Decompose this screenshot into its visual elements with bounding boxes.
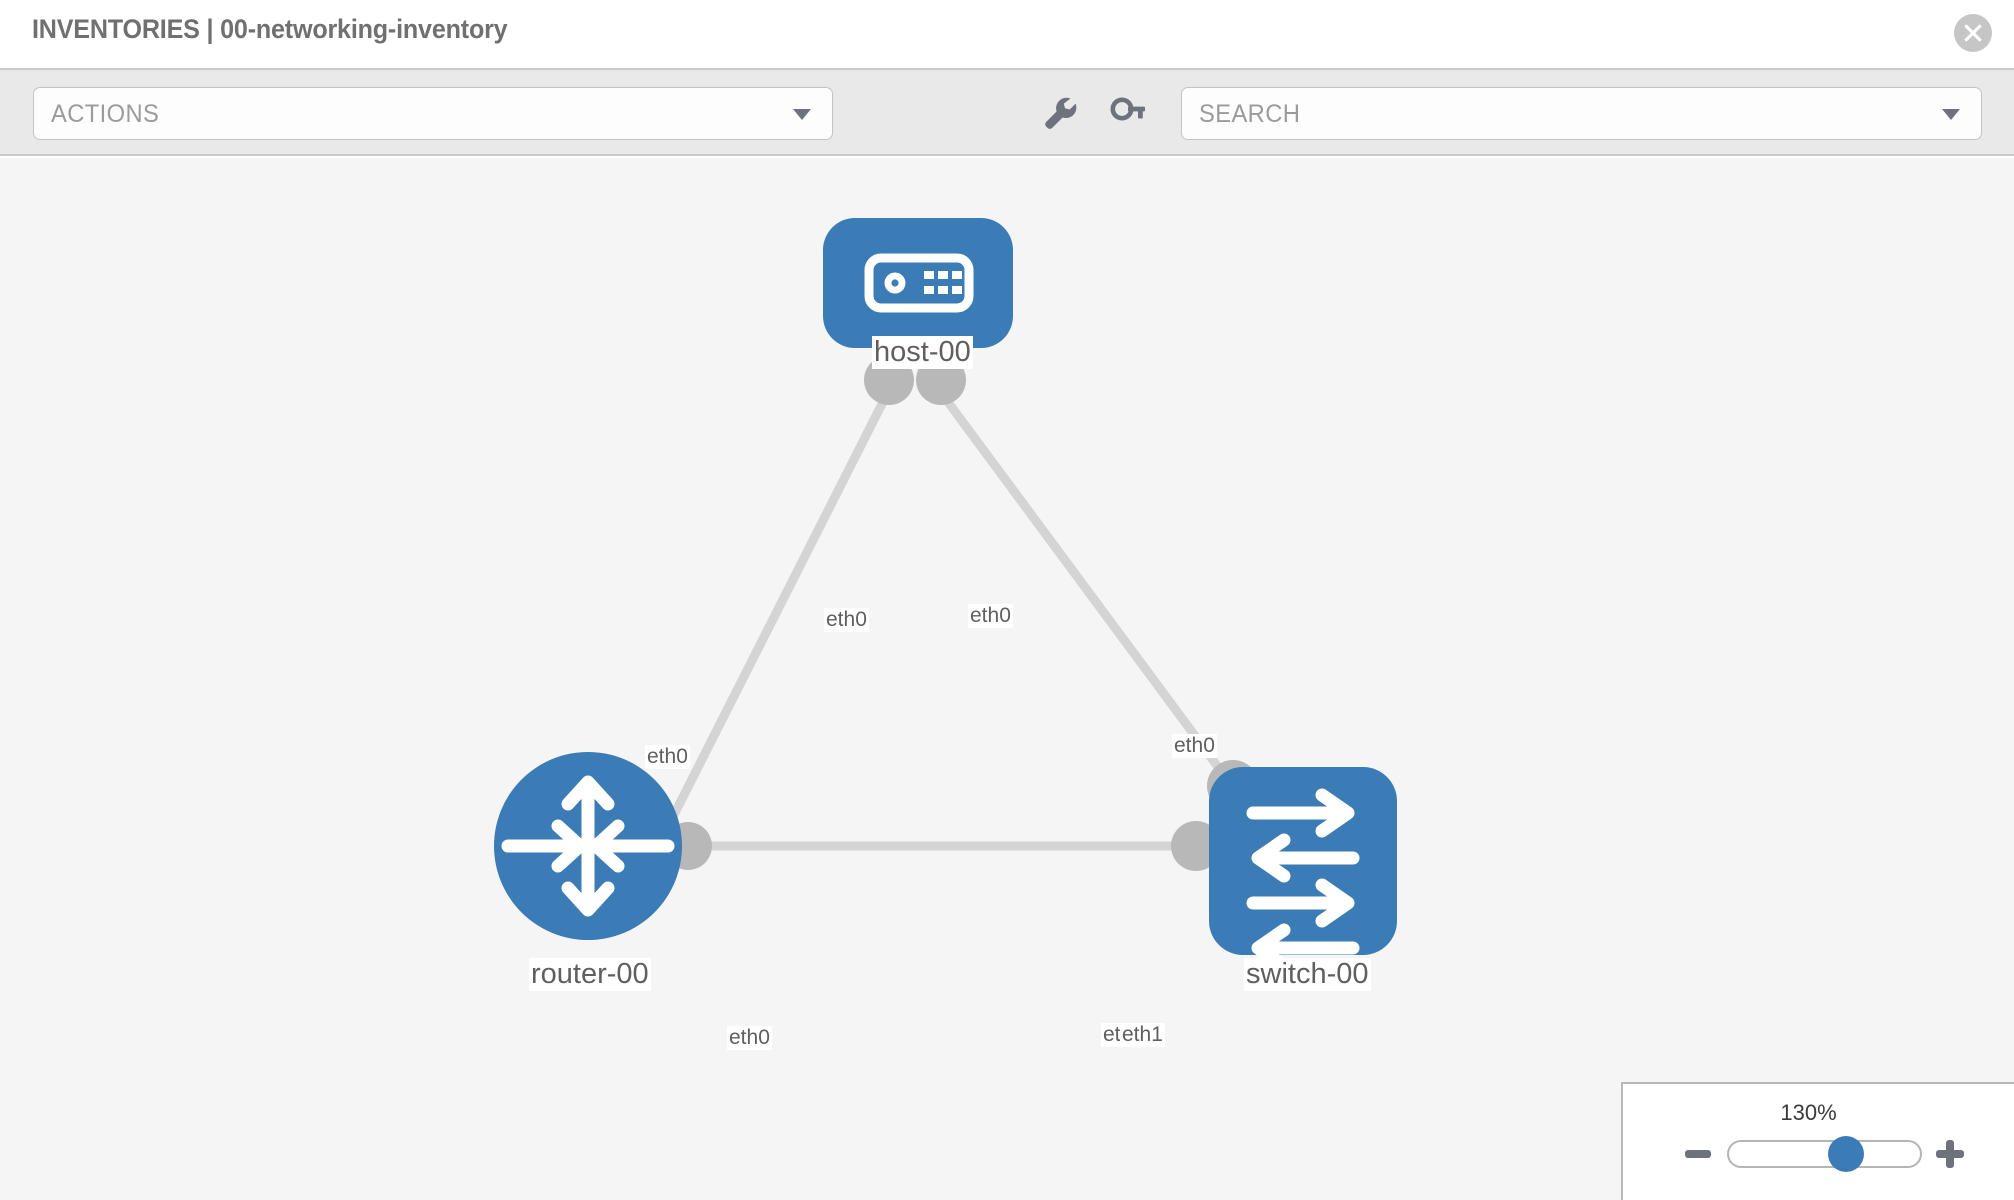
- node-switch-00[interactable]: [1209, 767, 1397, 973]
- interface-label: eth1: [1120, 1023, 1165, 1047]
- title-bar: INVENTORIES | 00-networking-inventory: [0, 0, 2014, 68]
- close-icon[interactable]: [1954, 14, 1992, 52]
- actions-dropdown-label: ACTIONS: [51, 100, 160, 128]
- zoom-slider-thumb[interactable]: [1827, 1136, 1864, 1172]
- interface-label: eth0: [1172, 734, 1217, 758]
- zoom-in-button[interactable]: [1936, 1140, 1964, 1168]
- toolbar: ACTIONS SEARCH: [0, 68, 2014, 156]
- node-label-switch-00: switch-00: [1244, 958, 1371, 991]
- zoom-percent-label: 130%: [1780, 1100, 1837, 1125]
- four-arrows-icon: [501, 775, 675, 917]
- actions-dropdown[interactable]: ACTIONS: [33, 87, 833, 140]
- page-title: INVENTORIES | 00-networking-inventory: [32, 14, 508, 44]
- chevron-down-icon: [793, 109, 811, 120]
- topology-graph: [494, 218, 1397, 973]
- node-label-router-00: router-00: [529, 958, 651, 991]
- node-router-00[interactable]: [494, 752, 682, 940]
- topology-interfaces: [664, 355, 1259, 871]
- server-appliance-icon: [864, 253, 974, 313]
- interface-label: eth0: [968, 604, 1013, 628]
- close-x-glyph: [1964, 24, 1982, 42]
- key-glyph: [1110, 97, 1145, 121]
- node-host-00[interactable]: [823, 218, 1013, 348]
- interface-label: eth0: [824, 608, 869, 632]
- interface-dot-switch00-west[interactable]: [1171, 821, 1221, 871]
- zoom-control-panel: 130%: [1621, 1082, 2014, 1200]
- link-host00-switch00[interactable]: [941, 395, 1242, 797]
- interface-label: eth0: [727, 1026, 772, 1050]
- wrench-glyph: [1045, 97, 1077, 129]
- wrench-icon[interactable]: [1040, 92, 1082, 134]
- search-input[interactable]: SEARCH: [1181, 87, 1982, 140]
- topology-links: [641, 395, 1242, 873]
- interface-label: eth0: [645, 745, 690, 769]
- key-icon[interactable]: [1107, 92, 1149, 134]
- zoom-out-button[interactable]: [1685, 1150, 1711, 1158]
- link-host00-router00[interactable]: [641, 395, 890, 873]
- search-placeholder: SEARCH: [1199, 100, 1301, 128]
- zoom-slider[interactable]: [1727, 1136, 1922, 1172]
- node-label-host-00: host-00: [872, 336, 973, 369]
- topology-canvas[interactable]: host-00 router-00 switch-00 eth0 eth0 et…: [0, 158, 2014, 1200]
- chevron-down-icon[interactable]: [1942, 109, 1960, 120]
